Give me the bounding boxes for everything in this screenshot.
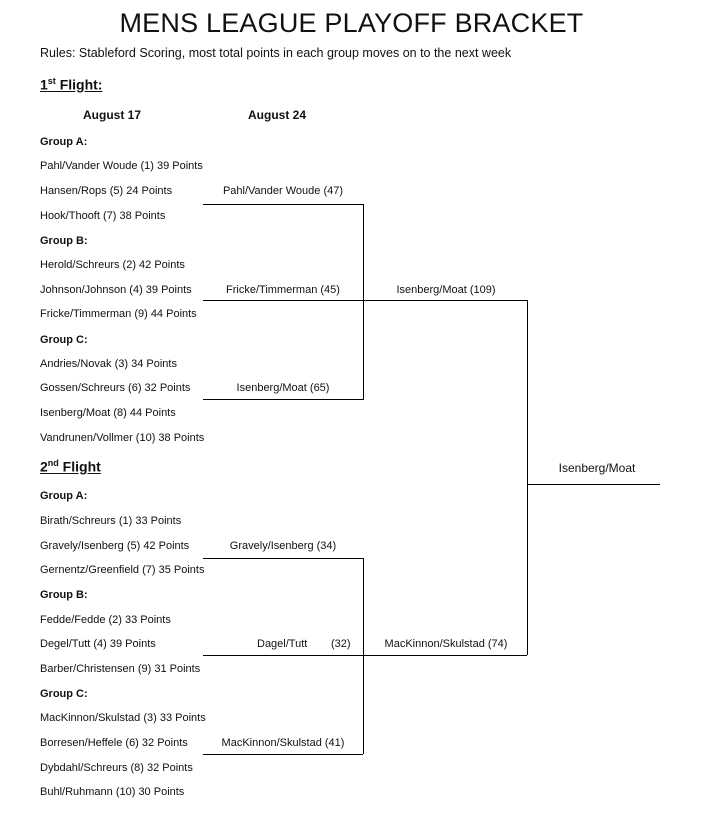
f2-round2-team: MacKinnon/Skulstad (41)	[221, 737, 345, 749]
f1-entry: Hook/Thooft (7) 38 Points	[40, 210, 166, 222]
round2-header: August 24	[248, 108, 307, 122]
f2-group-c-label: Group C:	[40, 688, 88, 700]
f1-entry: Andries/Novak (3) 34 Points	[40, 358, 177, 370]
f2-group-b-label: Group B:	[40, 589, 88, 601]
bracket-line	[363, 558, 364, 754]
f1-entry: Herold/Schreurs (2) 42 Points	[40, 259, 185, 271]
bracket-line	[527, 484, 660, 485]
bracket-line	[363, 300, 527, 301]
bracket-line	[203, 300, 363, 301]
f2-entry: Birath/Schreurs (1) 33 Points	[40, 515, 182, 527]
f2-entry: MacKinnon/Skulstad (3) 33 Points	[40, 712, 206, 724]
f2-round2-score: (32)	[331, 638, 351, 650]
page-title: MENS LEAGUE PLAYOFF BRACKET	[119, 8, 584, 38]
f2-group-a-label: Group A:	[40, 490, 88, 502]
f1-group-b-label: Group B:	[40, 235, 88, 247]
champion: Isenberg/Moat	[558, 461, 636, 475]
f1-entry: Vandrunen/Vollmer (10) 38 Points	[40, 432, 205, 444]
bracket-line	[203, 558, 363, 559]
f2-entry: Buhl/Ruhmann (10) 30 Points	[40, 786, 185, 798]
f1-entry: Johnson/Johnson (4) 39 Points	[40, 284, 192, 296]
f2-winner: MacKinnon/Skulstad (74)	[384, 638, 508, 650]
f1-entry: Hansen/Rops (5) 24 Points	[40, 185, 173, 197]
f2-entry: Fedde/Fedde (2) 33 Points	[40, 614, 171, 626]
f1-round2-team: Isenberg/Moat (65)	[236, 382, 330, 394]
f1-entry: Fricke/Timmerman (9) 44 Points	[40, 308, 197, 320]
f2-entry: Dybdahl/Schreurs (8) 32 Points	[40, 762, 193, 774]
bracket-line	[203, 655, 363, 656]
f1-round2-team: Fricke/Timmerman (45)	[226, 284, 340, 296]
f1-winner: Isenberg/Moat (109)	[396, 284, 496, 296]
f2-round2-team: Dagel/Tutt	[257, 638, 308, 650]
bracket-line	[203, 754, 363, 755]
bracket-line	[527, 300, 528, 655]
bracket-line	[363, 655, 527, 656]
bracket-line	[203, 399, 363, 400]
f1-group-a-label: Group A:	[40, 136, 88, 148]
f2-entry: Gravely/Isenberg (5) 42 Points	[40, 540, 190, 552]
rules-text: Rules: Stableford Scoring, most total po…	[40, 46, 512, 60]
f2-entry: Borresen/Heffele (6) 32 Points	[40, 737, 188, 749]
f2-entry: Degel/Tutt (4) 39 Points	[40, 638, 156, 650]
f1-entry: Isenberg/Moat (8) 44 Points	[40, 407, 176, 419]
bracket-line	[363, 204, 364, 400]
round1-header: August 17	[83, 108, 142, 122]
f1-entry: Gossen/Schreurs (6) 32 Points	[40, 382, 191, 394]
f2-entry: Barber/Christensen (9) 31 Points	[40, 663, 201, 675]
f1-entry: Pahl/Vander Woude (1) 39 Points	[40, 160, 203, 172]
bracket-line	[203, 204, 363, 205]
f2-entry: Gernentz/Greenfield (7) 35 Points	[40, 564, 205, 576]
flight-1-heading: 1st Flight:	[40, 76, 103, 93]
f2-round2-team: Gravely/Isenberg (34)	[229, 540, 337, 552]
flight-2-heading: 2nd Flight	[40, 458, 101, 475]
f1-group-c-label: Group C:	[40, 334, 88, 346]
f1-round2-team: Pahl/Vander Woude (47)	[222, 185, 344, 197]
